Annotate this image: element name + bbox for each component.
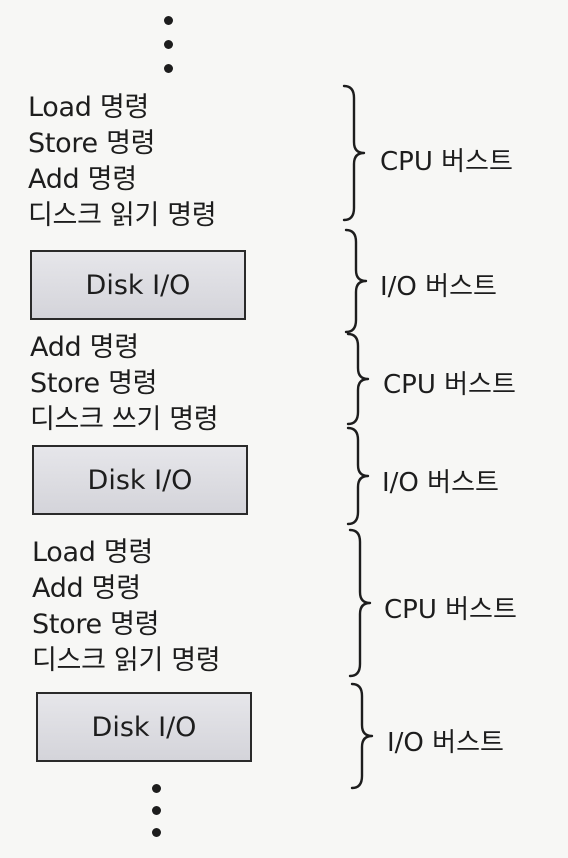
ellipsis-dot — [164, 64, 173, 73]
disk-io-label: Disk I/O — [87, 464, 193, 496]
burst-label-cpu: CPU 버스트 — [380, 147, 513, 177]
instruction-line: Add 명령 — [28, 164, 137, 195]
instruction-group-3: Load 명령 Add 명령 Store 명령 디스크 읽기 명령 — [32, 535, 221, 679]
curly-brace-3 — [346, 332, 370, 426]
instruction-group-1: Load 명령 Store 명령 Add 명령 디스크 읽기 명령 — [28, 90, 217, 234]
instruction-line: 디스크 읽기 명령 — [28, 200, 217, 231]
instruction-line: 디스크 읽기 명령 — [32, 645, 221, 676]
curly-brace-4 — [346, 426, 370, 526]
ellipsis-dot — [152, 828, 161, 837]
instruction-line: 디스크 쓰기 명령 — [30, 404, 219, 435]
curly-brace-2 — [344, 228, 368, 334]
disk-io-box-1: Disk I/O — [30, 250, 246, 320]
burst-label-io: I/O 버스트 — [382, 468, 499, 498]
instruction-line: Add 명령 — [30, 332, 139, 363]
curly-brace-6 — [350, 682, 374, 790]
instruction-line: Store 명령 — [32, 609, 160, 640]
disk-io-label: Disk I/O — [91, 711, 197, 743]
burst-label-io: I/O 버스트 — [387, 728, 504, 758]
disk-io-label: Disk I/O — [85, 269, 191, 301]
instruction-line: Store 명령 — [28, 128, 156, 159]
ellipsis-dot — [164, 40, 173, 49]
burst-label-cpu: CPU 버스트 — [383, 370, 516, 400]
instruction-line: Store 명령 — [30, 368, 158, 399]
disk-io-box-2: Disk I/O — [32, 445, 248, 515]
ellipsis-dot — [152, 806, 161, 815]
curly-brace-5 — [348, 528, 372, 678]
disk-io-box-3: Disk I/O — [36, 692, 252, 762]
burst-label-cpu: CPU 버스트 — [384, 595, 517, 625]
instruction-line: Load 명령 — [28, 92, 149, 123]
instruction-group-2: Add 명령 Store 명령 디스크 쓰기 명령 — [30, 330, 219, 438]
instruction-line: Load 명령 — [32, 537, 153, 568]
curly-brace-1 — [342, 84, 366, 222]
instruction-line: Add 명령 — [32, 573, 141, 604]
burst-label-io: I/O 버스트 — [380, 272, 497, 302]
ellipsis-dot — [164, 16, 173, 25]
ellipsis-dot — [152, 784, 161, 793]
